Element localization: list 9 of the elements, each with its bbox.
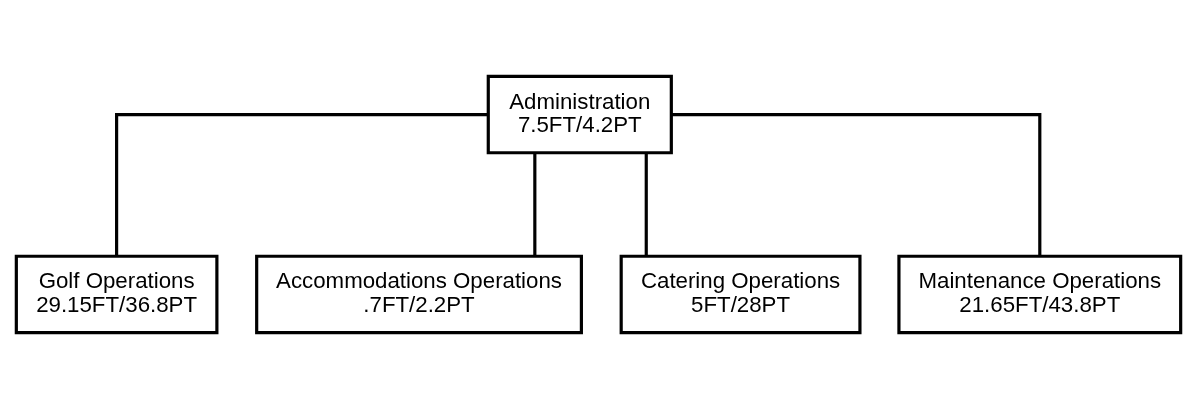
connector [533,152,537,256]
node-box: Accommodations Operations .7FT/2.2PT [255,254,583,334]
connector [644,152,648,256]
node-box: Catering Operations 5FT/28PT [619,254,862,334]
node-box: Golf Operations 29.15FT/36.8PT [14,254,219,334]
connector [115,112,488,256]
node-box: Administration 7.5FT/4.2PT [486,74,673,154]
connector [671,112,1042,256]
node-box: Maintenance Operations 21.65FT/43.8PT [897,254,1183,334]
